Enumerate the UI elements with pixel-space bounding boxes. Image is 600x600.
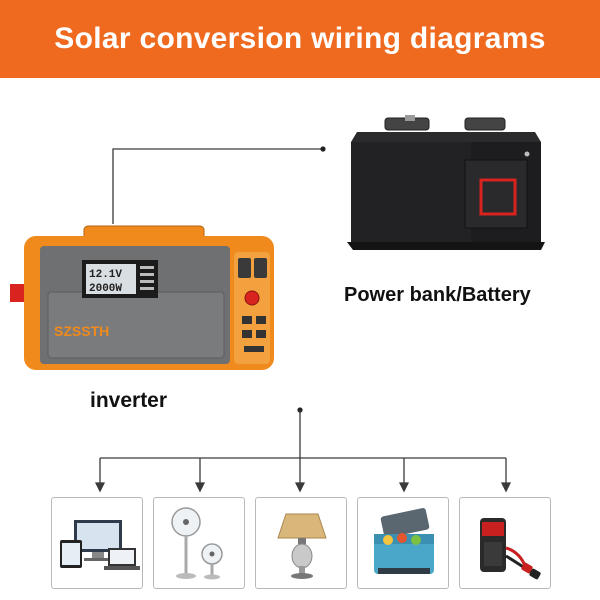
battery-image	[347, 115, 545, 250]
load-tile-fans	[153, 497, 245, 589]
header-banner: Solar conversion wiring diagrams	[0, 0, 600, 78]
inverter-brand: SZSSTH	[54, 323, 109, 339]
load-tile-computers	[51, 497, 143, 589]
wire-inverter-battery	[112, 148, 323, 224]
load-tile-lamp	[255, 497, 347, 589]
car-cooler-icon	[374, 508, 434, 574]
wire-battery-terminal-dot	[320, 146, 326, 152]
wire-drops	[94, 458, 512, 493]
battery-label: Power bank/Battery	[344, 284, 531, 306]
load-tile-cooler	[357, 497, 449, 589]
table-lamp-icon	[277, 513, 327, 579]
electric-fans-icon	[171, 507, 223, 580]
page-title: Solar conversion wiring diagrams	[54, 22, 546, 55]
inverter-label: inverter	[90, 389, 168, 412]
jump-starter-icon	[480, 518, 541, 580]
inverter-display-line2: 2000W	[89, 283, 122, 295]
computer-devices-icon	[60, 520, 140, 570]
load-tile-jump-starter	[459, 497, 551, 589]
inverter-image: 12.1V 2000W SZSSTH	[10, 225, 274, 370]
inverter-display-line1: 12.1V	[89, 269, 122, 281]
